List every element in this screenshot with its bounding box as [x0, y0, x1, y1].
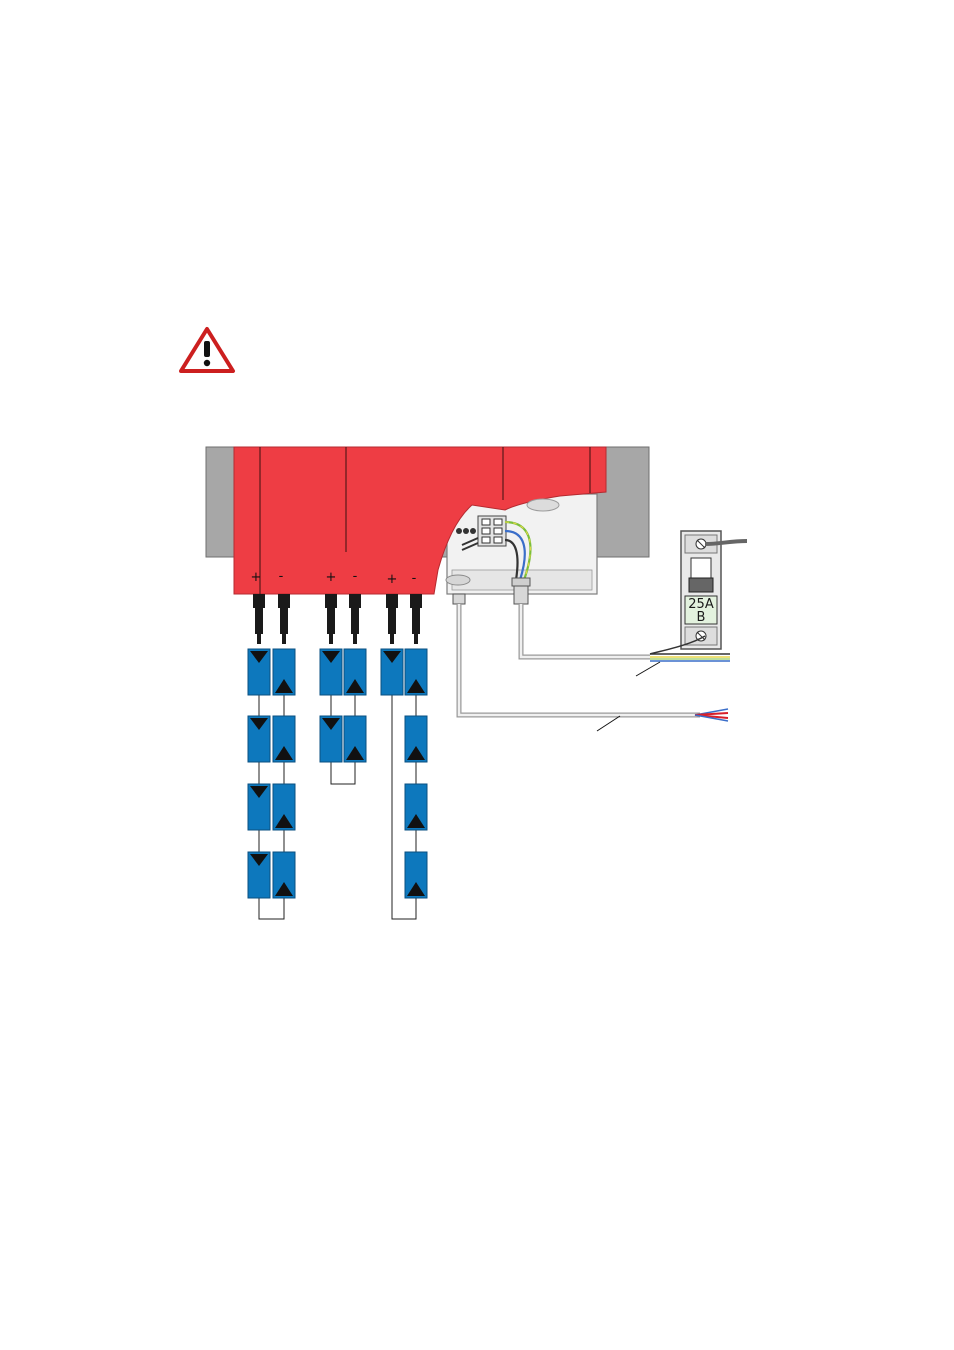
terminal-label-1-minus: - — [279, 569, 284, 584]
pv-module — [272, 648, 296, 696]
pv-module — [380, 648, 404, 696]
breaker-curve: B — [697, 610, 706, 625]
pv-module — [247, 851, 271, 899]
pv-module — [272, 851, 296, 899]
pv-string-2 — [319, 648, 367, 763]
circuit-breaker: 25A B — [680, 530, 722, 650]
pv-string-3 — [380, 648, 428, 899]
connection-box — [445, 493, 598, 595]
pv-module — [343, 648, 367, 696]
pv-module — [319, 715, 343, 763]
dc-connector — [253, 594, 265, 644]
breaker-rating: 25A — [688, 597, 714, 612]
terminal-label-2-plus: + — [326, 570, 337, 585]
pv-module — [404, 648, 428, 696]
dc-connector — [278, 594, 290, 644]
cable-gland-comm — [452, 593, 466, 605]
string-wiring — [258, 693, 417, 920]
pv-module — [319, 648, 343, 696]
warning-triangle-icon — [179, 327, 235, 373]
dc-connectors — [253, 594, 422, 644]
pv-module — [404, 851, 428, 899]
pv-module — [404, 783, 428, 831]
terminal-label-3-minus: - — [412, 571, 417, 586]
breaker-supply-cable — [704, 539, 748, 546]
ac-terminal-block — [456, 515, 507, 551]
pv-module — [272, 715, 296, 763]
pv-module — [247, 648, 271, 696]
terminal-label-2-minus: - — [353, 569, 358, 584]
pv-module — [247, 715, 271, 763]
pv-module — [272, 783, 296, 831]
dc-connector — [325, 594, 337, 644]
dc-connector — [349, 594, 361, 644]
pv-module — [404, 715, 428, 763]
inverter-housing — [233, 446, 607, 595]
pv-string-1 — [247, 648, 296, 899]
pv-module — [247, 783, 271, 831]
dc-connector — [386, 594, 398, 644]
ac-cable — [518, 604, 650, 660]
dc-connector — [410, 594, 422, 644]
terminal-label-3-plus: + — [387, 572, 398, 587]
terminal-label-1-plus: + — [251, 570, 262, 585]
pv-module — [343, 715, 367, 763]
cable-gland-ac — [511, 577, 531, 605]
